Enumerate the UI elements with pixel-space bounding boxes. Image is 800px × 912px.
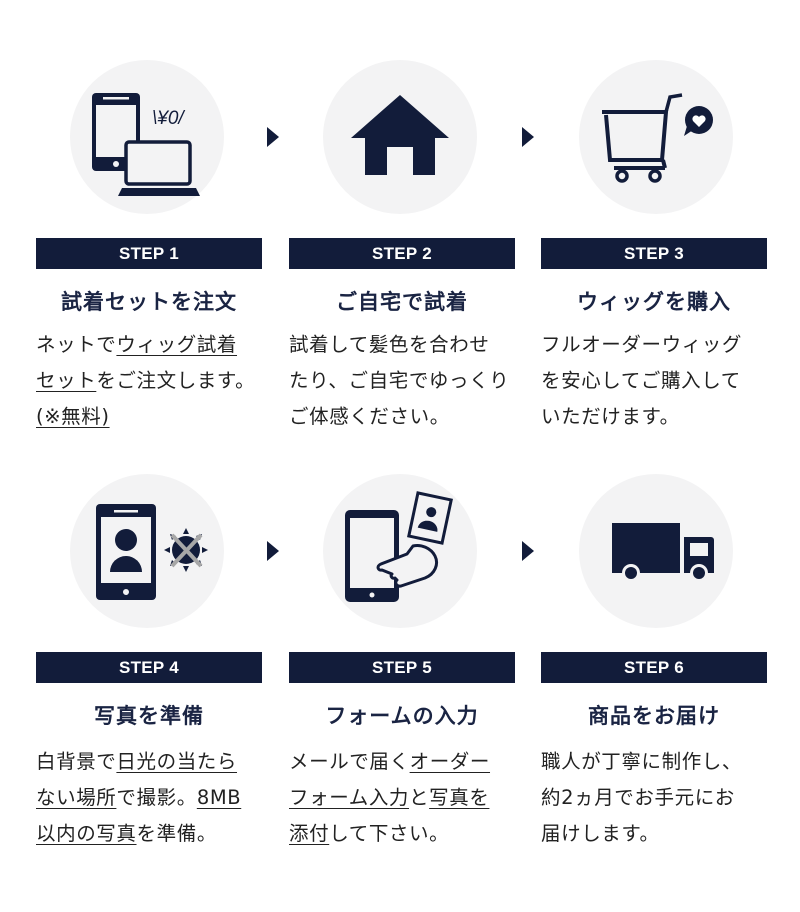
underlined-link-text[interactable]: (※無料) — [36, 405, 110, 428]
description-line: 約2ヵ月でお手元にお — [541, 780, 773, 816]
description-text: を安心してご購入して — [541, 369, 741, 392]
step-3-description: フルオーダーウィッグを安心してご購入していただけます。 — [541, 327, 773, 435]
description-text: ご体感ください。 — [289, 405, 450, 428]
description-text: 白背景で — [36, 750, 117, 773]
step-4-title: 写真を準備 — [94, 704, 204, 728]
description-line: 添付して下さい。 — [289, 816, 521, 852]
description-text: 届けします。 — [541, 822, 660, 845]
step-6-description: 職人が丁寧に制作し、約2ヵ月でお手元にお届けします。 — [541, 744, 773, 852]
arrow-right-icon — [522, 127, 534, 147]
underlined-link-text[interactable]: セット — [36, 369, 97, 392]
house-icon — [351, 95, 449, 175]
description-text: で撮影。 — [116, 786, 197, 809]
step-2-icon-circle — [323, 60, 477, 214]
description-line: 職人が丁寧に制作し、 — [541, 744, 773, 780]
arrow-right-icon — [267, 541, 279, 561]
step-3-icon-circle — [579, 60, 733, 214]
description-text: いただけます。 — [541, 405, 680, 428]
step-2: STEP 2 ご自宅で試着 試着して髪色を合わせたり、ご自宅でゆっくりご体感くだ… — [289, 60, 515, 440]
step-4-label: STEP 4 — [36, 652, 262, 683]
arrow-right-icon — [267, 127, 279, 147]
description-line: たり、ご自宅でゆっくり — [289, 363, 521, 399]
underlined-link-text[interactable]: 8MB — [196, 786, 242, 809]
step-1-icon-circle: \¥0/ — [70, 60, 224, 214]
step-1-description: ネットでウィッグ試着セットをご注文します。(※無料) — [36, 327, 268, 435]
step-2-description: 試着して髪色を合わせたり、ご自宅でゆっくりご体感ください。 — [289, 327, 521, 435]
description-text: 約2ヵ月でお手元にお — [541, 786, 735, 809]
description-line: 試着して髪色を合わせ — [289, 327, 521, 363]
step-5-description: メールで届くオーダーフォーム入力と写真を添付して下さい。 — [289, 744, 521, 852]
step-5-icon-circle — [323, 474, 477, 628]
description-text: フルオーダーウィッグ — [541, 333, 743, 356]
underlined-link-text[interactable]: 添付 — [289, 822, 330, 845]
step-6-icon-circle — [579, 474, 733, 628]
underlined-link-text[interactable]: ない場所 — [36, 786, 117, 809]
description-text: 試着して髪色を合わせ — [289, 333, 490, 356]
description-line: を安心してご購入して — [541, 363, 773, 399]
step-6: STEP 6 商品をお届け 職人が丁寧に制作し、約2ヵ月でお手元にお届けします。 — [541, 474, 767, 864]
step-1: \¥0/ STEP 1 試着セットを注文 ネットでウィッグ試着セットをご注文しま… — [36, 60, 262, 440]
step-5-title: フォームの入力 — [325, 704, 479, 728]
step-4-icon-circle — [70, 474, 224, 628]
step-2-label: STEP 2 — [289, 238, 515, 269]
underlined-link-text[interactable]: ウィッグ試着 — [116, 333, 238, 356]
step-1-label: STEP 1 — [36, 238, 262, 269]
step-3: STEP 3 ウィッグを購入 フルオーダーウィッグを安心してご購入していただけま… — [541, 60, 767, 440]
description-line: 届けします。 — [541, 816, 773, 852]
description-text: をご注文します。 — [96, 369, 256, 392]
arrow-right-icon — [522, 541, 534, 561]
step-4: STEP 4 写真を準備 白背景で日光の当たらない場所で撮影。8MB 以内の写真を… — [36, 474, 262, 864]
step-5: STEP 5 フォームの入力 メールで届くオーダーフォーム入力と写真を添付して下… — [289, 474, 515, 864]
step-2-title: ご自宅で試着 — [336, 290, 468, 314]
step-3-title: ウィッグを購入 — [577, 290, 731, 314]
step-5-label: STEP 5 — [289, 652, 515, 683]
description-line: (※無料) — [36, 399, 268, 435]
phone-portrait-no-sun-icon — [96, 504, 208, 600]
phone-laptop-free-icon: \¥0/ — [92, 93, 200, 196]
step-1-title: 試着セットを注文 — [61, 290, 237, 314]
step-6-label: STEP 6 — [541, 652, 767, 683]
description-line: ネットでウィッグ試着 — [36, 327, 268, 363]
description-text: たり、ご自宅でゆっくり — [289, 369, 510, 392]
shopping-cart-heart-icon — [602, 93, 713, 183]
description-text: メールで届く — [289, 750, 410, 773]
step-6-title: 商品をお届け — [588, 704, 720, 728]
underlined-link-text[interactable]: 写真を — [429, 786, 490, 809]
description-line: フルオーダーウィッグ — [541, 327, 773, 363]
description-text: を準備。 — [136, 822, 217, 845]
underlined-link-text[interactable]: フォーム入力 — [289, 786, 410, 809]
description-text: して下さい。 — [329, 822, 450, 845]
description-line: ご体感ください。 — [289, 399, 521, 435]
description-line: ない場所で撮影。8MB — [36, 780, 268, 816]
description-text: と — [409, 786, 430, 809]
description-line: 白背景で日光の当たら — [36, 744, 268, 780]
description-line: メールで届くオーダー — [289, 744, 521, 780]
description-text: ネットで — [36, 333, 117, 356]
description-line: いただけます。 — [541, 399, 773, 435]
description-text: 職人が丁寧に制作し、 — [541, 750, 743, 773]
description-line: フォーム入力と写真を — [289, 780, 521, 816]
description-line: セットをご注文します。 — [36, 363, 268, 399]
underlined-link-text[interactable]: オーダー — [409, 750, 491, 773]
tablet-hand-photo-icon — [345, 491, 453, 602]
svg-text:\¥0/: \¥0/ — [152, 108, 185, 129]
delivery-truck-icon — [612, 523, 714, 582]
underlined-link-text[interactable]: 以内の写真 — [36, 822, 137, 845]
description-line: 以内の写真を準備。 — [36, 816, 268, 852]
underlined-link-text[interactable]: 日光の当たら — [116, 750, 238, 773]
step-3-label: STEP 3 — [541, 238, 767, 269]
